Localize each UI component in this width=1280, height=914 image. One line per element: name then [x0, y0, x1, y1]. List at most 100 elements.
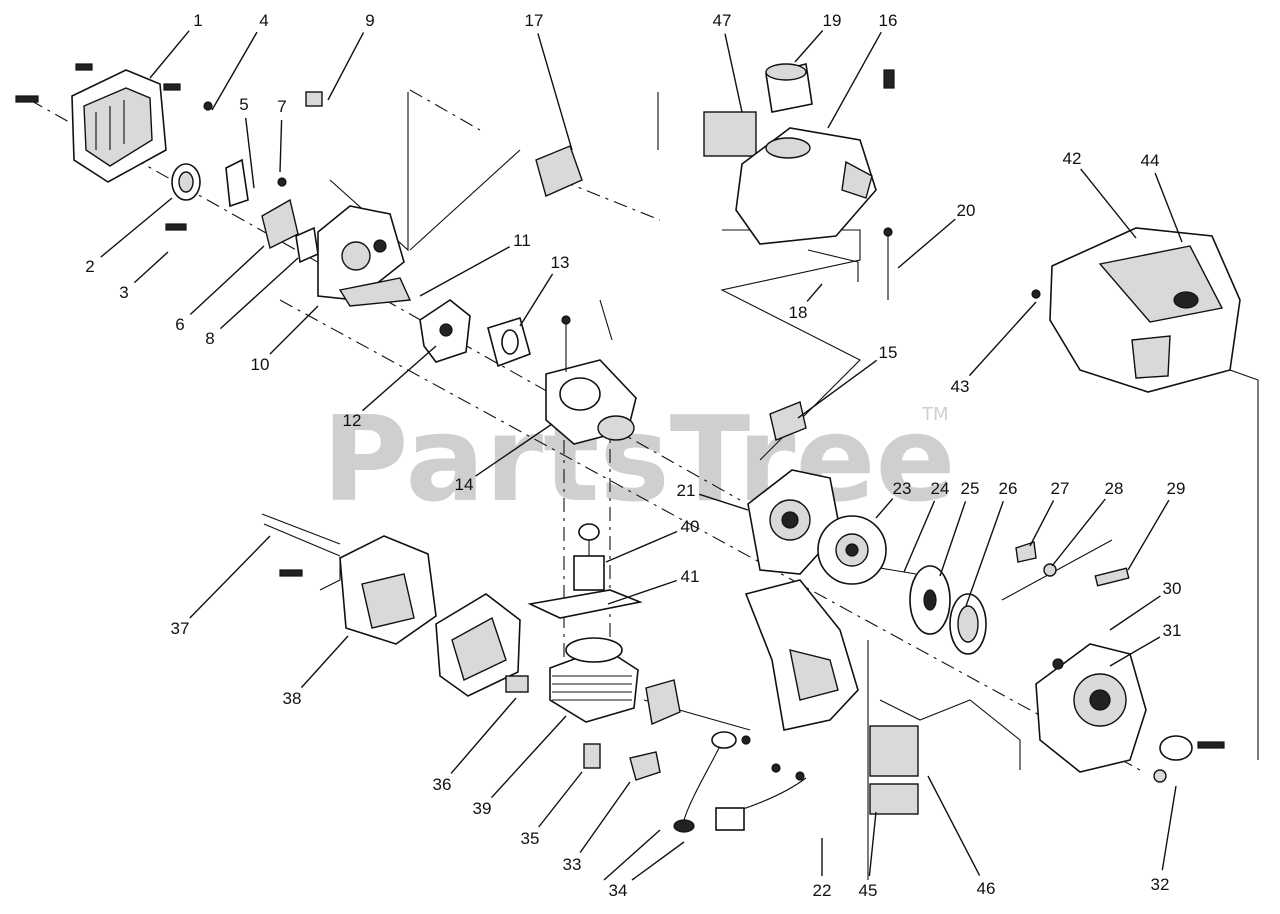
callout-10: 10: [251, 355, 270, 374]
leader-line-24: [903, 500, 936, 573]
callout-43: 43: [951, 377, 970, 396]
part-32-clamp: [1153, 735, 1225, 783]
part-16-fuel-tank: [735, 127, 877, 245]
part-46-decal: [869, 725, 919, 777]
leader-line-30: [1109, 595, 1161, 631]
part-1-shroud: [15, 63, 167, 183]
leader-line-2: [100, 197, 173, 258]
leader-line-44: [1154, 172, 1183, 243]
part-23-flywheel: [817, 515, 887, 585]
leader-line-38: [300, 635, 349, 689]
leader-line-15: [797, 359, 878, 419]
leader-line-28: [1051, 498, 1106, 567]
leader-line-4: [211, 31, 258, 111]
callout-16: 16: [879, 11, 898, 30]
leader-line-39: [490, 715, 567, 799]
leader-line-14: [475, 423, 553, 477]
callout-38: 38: [283, 689, 302, 708]
part-34-wire: [673, 731, 807, 833]
part-4-screw: [163, 83, 213, 111]
callout-3: 3: [119, 283, 128, 302]
callout-28: 28: [1105, 479, 1124, 498]
leader-line-27: [1029, 500, 1055, 547]
callout-1: 1: [193, 11, 202, 30]
part-34-double-leader: [603, 829, 685, 881]
part-19-fuel-cap: [765, 63, 813, 113]
part-33-boot: [629, 751, 661, 781]
callout-6: 6: [175, 315, 184, 334]
leader-line-37: [189, 535, 271, 619]
leader-line-19: [794, 30, 824, 63]
leader-line-46: [927, 775, 981, 876]
callout-14: 14: [455, 475, 474, 494]
part-35-spark-plug: [583, 743, 601, 769]
leader-line-35: [538, 771, 583, 828]
leader-line-41: [607, 579, 678, 605]
leader-line-42: [1080, 168, 1137, 239]
callout-13: 13: [551, 253, 570, 272]
part-20-bolt: [883, 69, 895, 300]
leader-line-20: [897, 218, 956, 269]
callout-41: 41: [681, 567, 700, 586]
callout-2: 2: [85, 257, 94, 276]
callout-37: 37: [171, 619, 190, 638]
part-15-clip: [769, 401, 807, 441]
leader-line-9: [327, 32, 365, 101]
leader-line-23: [875, 498, 894, 519]
leader-line-1: [149, 30, 190, 79]
part-14-crankcase-block: [545, 315, 637, 445]
part-18-line: [807, 249, 859, 282]
part-11-13-crank-gasket: [419, 299, 613, 368]
callout-7: 7: [277, 97, 286, 116]
callout-23: 23: [893, 479, 912, 498]
watermark: PartsTree TM: [322, 390, 956, 528]
leader-line-29: [1127, 499, 1170, 571]
watermark-trademark: TM: [921, 404, 949, 425]
leader-line-10: [269, 305, 319, 355]
leader-line-26: [965, 500, 1004, 607]
leader-line-8: [219, 257, 299, 330]
part-38-filter-cover: [339, 535, 437, 645]
callout-32: 32: [1151, 875, 1170, 894]
callout-34: 34: [609, 881, 628, 900]
part-2-seal: [171, 163, 201, 201]
callout-19: 19: [823, 11, 842, 30]
leader-line-16: [827, 31, 882, 129]
callout-18: 18: [789, 303, 808, 322]
part-41-gasket: [527, 589, 643, 619]
watermark-text: PartsTree: [322, 390, 956, 528]
part-26-spring: [949, 593, 987, 655]
part-37-screw: [261, 513, 341, 577]
callout-33: 33: [563, 855, 582, 874]
part-45-decal: [869, 783, 919, 815]
leader-line-7: [279, 119, 283, 173]
leader-line-32: [1161, 785, 1177, 871]
part-47-decal: [703, 111, 757, 157]
part-40-piston: [573, 523, 605, 591]
leader-line-18: [806, 283, 823, 302]
leader-line-45: [868, 811, 877, 877]
part-22-bracket: [744, 579, 859, 731]
callout-4: 4: [259, 11, 268, 30]
callout-15: 15: [879, 343, 898, 362]
callout-24: 24: [931, 479, 950, 498]
leader-line-13: [519, 273, 554, 327]
callout-20: 20: [957, 201, 976, 220]
leader-line-11: [419, 246, 511, 297]
part-24-shaft: [879, 567, 917, 575]
leader-line-25: [939, 501, 967, 577]
callout-36: 36: [433, 775, 452, 794]
callout-8: 8: [205, 329, 214, 348]
callout-5: 5: [239, 95, 248, 114]
callout-11: 11: [513, 231, 531, 250]
leader-line-5: [245, 117, 255, 189]
callout-46: 46: [977, 879, 996, 898]
leader-line-36: [450, 697, 517, 774]
callout-30: 30: [1163, 579, 1182, 598]
callout-45: 45: [859, 881, 878, 900]
leader-line-17: [537, 33, 573, 151]
callout-47: 47: [713, 11, 732, 30]
callout-25: 25: [961, 479, 980, 498]
